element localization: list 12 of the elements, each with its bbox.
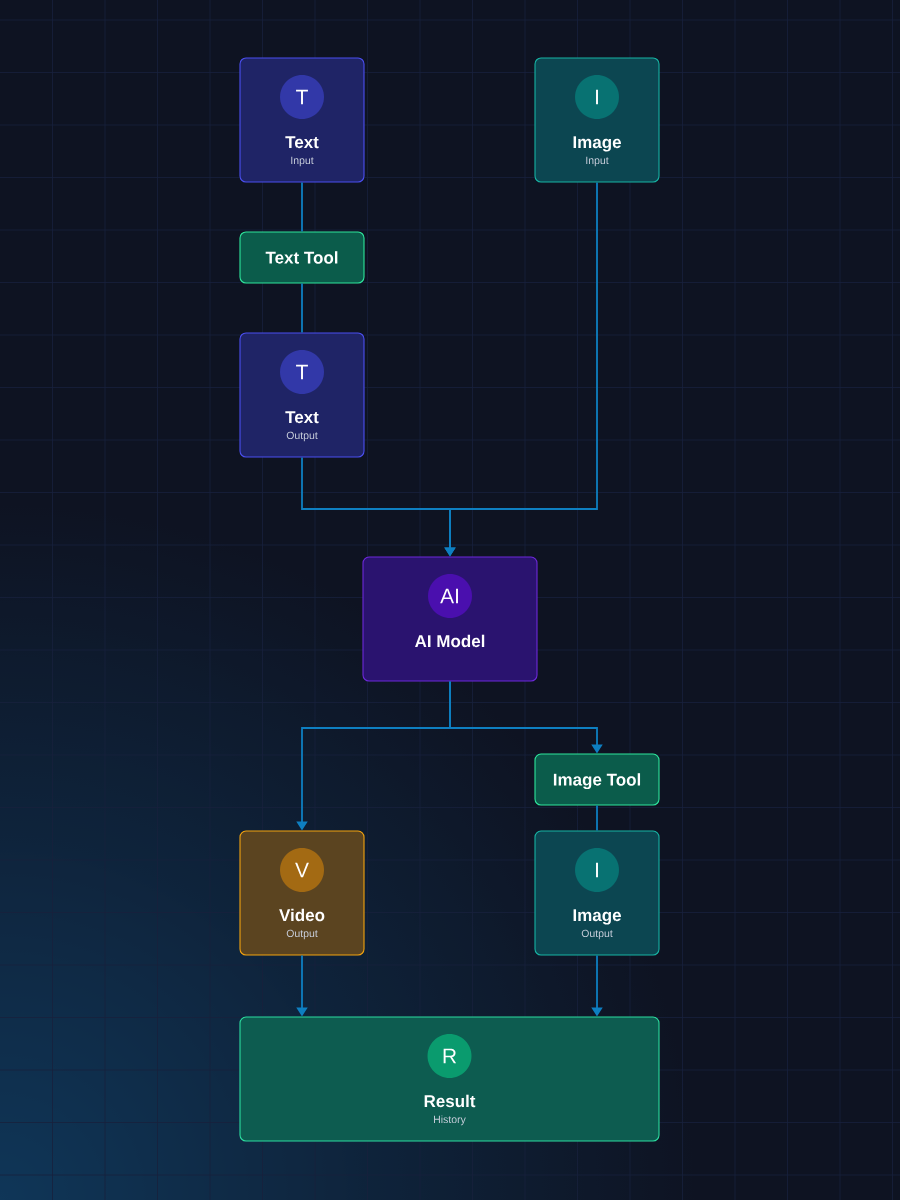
letter-badge: AI [428,574,472,618]
letter-badge: I [575,75,619,119]
letter-badge: V [280,848,324,892]
letter-badge: T [280,350,324,394]
letter-badge: I [575,848,619,892]
letter-badge: R [427,1034,472,1078]
letter-badge: T [280,75,324,119]
process-box: Text Tool [239,231,365,284]
connector-line [596,804,598,832]
connector-line [301,181,303,233]
process-box: Image Tool [534,753,660,806]
connector-line [301,282,303,334]
